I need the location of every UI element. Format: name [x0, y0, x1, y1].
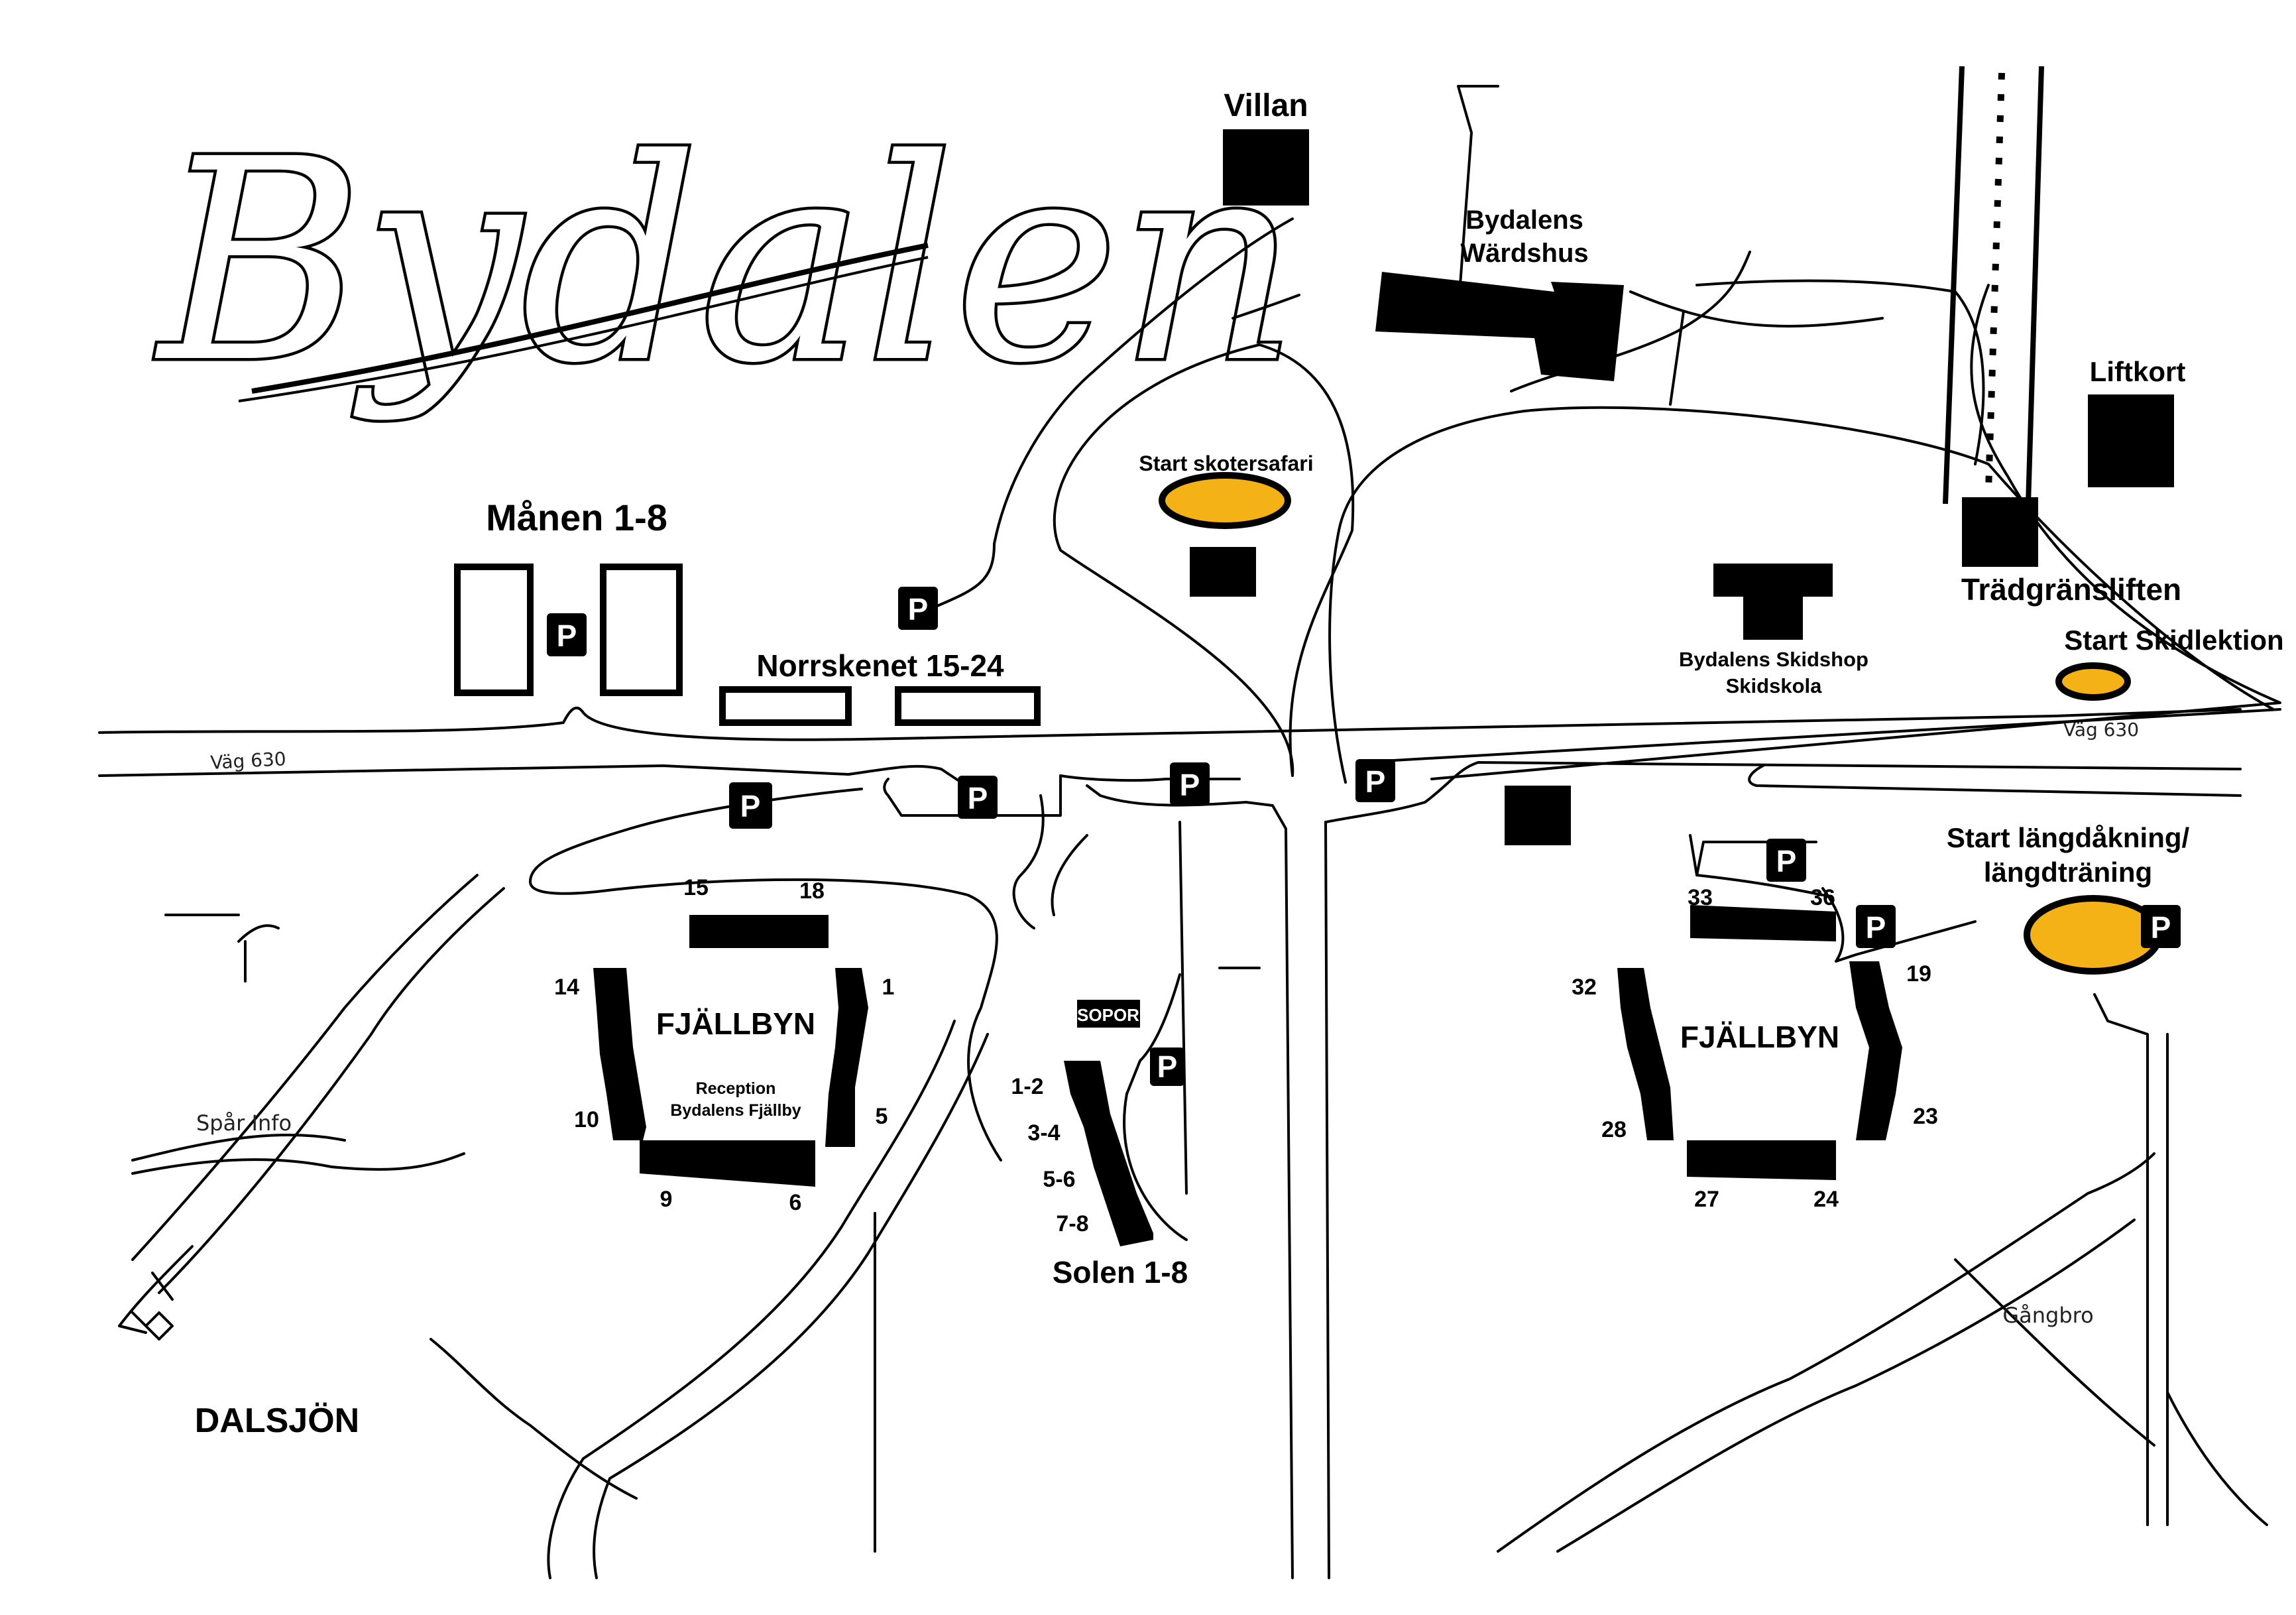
num-14: 14 [554, 975, 579, 1000]
label-villan: Villan [1224, 88, 1308, 123]
label-vag630-left: Väg 630 [210, 748, 287, 774]
num-19: 19 [1906, 961, 1931, 987]
num-9: 9 [660, 1187, 673, 1212]
parking-right-village-2: P [1856, 905, 1896, 948]
num-s78: 7-8 [1056, 1211, 1088, 1236]
svg-text:P: P [968, 781, 988, 815]
label-fjallbyn-left: FJÄLLBYN [656, 1006, 815, 1041]
label-gangbro: Gångbro [2002, 1303, 2093, 1328]
marker-skotersafari [1159, 472, 1291, 529]
label-liftkort: Liftkort [2090, 356, 2186, 387]
parking-right-village: P [1766, 839, 1806, 882]
markers [1159, 472, 2163, 975]
marker-skidlektion [2055, 662, 2131, 701]
label-skidshop-2: Skidskola [1726, 674, 1822, 697]
villan-building [1223, 129, 1309, 206]
num-5: 5 [876, 1104, 888, 1129]
num-s56: 5-6 [1043, 1167, 1075, 1192]
svg-text:P: P [2151, 910, 2171, 945]
buildings: SOPOR [454, 129, 2174, 1246]
fjallbyn-right-buildings [1617, 905, 1902, 1180]
wardshus-building [1375, 272, 1624, 381]
num-15: 15 [683, 875, 709, 900]
label-start-skotersafari: Start skotersafari [1139, 451, 1313, 475]
manen-building-right [600, 564, 683, 696]
label-reception-1: Reception [696, 1079, 776, 1098]
svg-text:P: P [1776, 844, 1797, 878]
label-tradgranslift: Trädgränsliften [1961, 572, 2181, 607]
norrskenet-building-right [895, 686, 1041, 726]
ski-lift [1943, 66, 2044, 567]
building-numbers: 15 18 14 1 10 5 9 6 1-2 3-4 5-6 7-8 33 3… [554, 875, 1938, 1236]
label-manen: Månen 1-8 [486, 497, 667, 538]
num-27: 27 [1694, 1187, 1719, 1212]
svg-text:P: P [557, 619, 577, 653]
label-start-langd-2: längdträning [1984, 857, 2152, 888]
num-18: 18 [799, 878, 825, 904]
main-road [98, 706, 2242, 1579]
num-32: 32 [1572, 975, 1597, 1000]
label-wardshus-2: Wärdshus [1460, 239, 1588, 268]
norrskenet-building-left [719, 686, 852, 726]
solen-buildings [1064, 1061, 1153, 1246]
building-unnamed [1505, 786, 1571, 845]
label-fjallbyn-right: FJÄLLBYN [1680, 1020, 1839, 1054]
label-start-langd-1: Start längdåkning/ [1947, 822, 2190, 853]
svg-text:P: P [908, 592, 929, 627]
num-s34: 3-4 [1027, 1120, 1060, 1146]
parking-signs: P P P P P P P P P P [547, 587, 2181, 1086]
labels: Villan Bydalens Wärdshus Liftkort Start … [195, 88, 2284, 1440]
num-36: 36 [1810, 885, 1835, 910]
num-24: 24 [1813, 1187, 1839, 1212]
label-wardshus-1: Bydalens [1465, 206, 1583, 235]
parking-north: P [898, 587, 938, 630]
num-1: 1 [882, 975, 895, 1000]
logo-underline-2 [238, 256, 929, 402]
svg-text:P: P [1157, 1049, 1178, 1084]
label-solen: Solen 1-8 [1053, 1255, 1188, 1289]
label-dalsjon: DALSJÖN [195, 1402, 359, 1440]
parking-solen: P [1150, 1047, 1184, 1086]
skoter-building [1190, 547, 1256, 597]
parking-road-1: P [729, 782, 772, 829]
svg-text:P: P [740, 789, 761, 823]
manen-building-left [454, 564, 534, 696]
logo: Bydalen [152, 97, 1301, 428]
label-reception-2: Bydalens Fjällby [670, 1101, 801, 1120]
marker-langdakning [2024, 895, 2163, 975]
liftkort-building [2088, 394, 2174, 487]
label-skidshop-1: Bydalens Skidshop [1679, 648, 1868, 671]
num-s12: 1-2 [1011, 1074, 1043, 1099]
skidshop-building [1713, 564, 1833, 640]
num-6: 6 [789, 1190, 802, 1215]
logo-underline [251, 243, 929, 394]
num-23: 23 [1913, 1104, 1938, 1129]
fjallbyn-left-buildings [593, 915, 868, 1187]
logo-text: Bydalen [154, 100, 1298, 424]
sopor-label: SOPOR [1077, 1005, 1139, 1025]
sopor-sign [1077, 1000, 1140, 1028]
parking-road-4: P [1355, 759, 1395, 802]
svg-text:P: P [1180, 768, 1200, 802]
lift-station [1962, 497, 2038, 567]
num-28: 28 [1601, 1117, 1627, 1142]
parking-road-2: P [958, 776, 998, 819]
num-10: 10 [574, 1107, 599, 1132]
label-spar-info: Spår Info [196, 1110, 292, 1136]
label-norrskenet: Norrskenet 15-24 [756, 648, 1004, 683]
svg-text:P: P [1365, 764, 1386, 799]
label-vag630-right: Väg 630 [2063, 719, 2139, 741]
parking-langd: P [2141, 905, 2181, 948]
parking-road-3: P [1170, 762, 1210, 806]
parking-manen: P [547, 613, 587, 656]
label-start-skidlektion: Start Skidlektion [2064, 625, 2283, 656]
svg-text:P: P [1866, 910, 1886, 945]
num-33: 33 [1688, 885, 1713, 910]
